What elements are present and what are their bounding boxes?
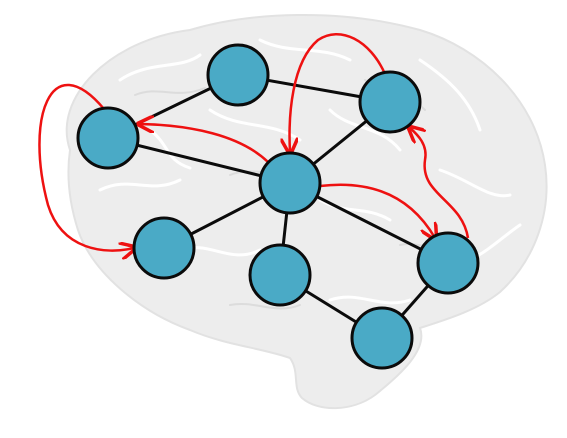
network-node bbox=[258, 151, 322, 215]
network-node bbox=[416, 231, 480, 295]
network-node bbox=[206, 43, 270, 107]
network-node bbox=[76, 106, 140, 170]
network-node bbox=[358, 70, 422, 134]
flow-arrow bbox=[410, 128, 470, 239]
flow-arrow bbox=[319, 183, 435, 238]
nodes bbox=[76, 43, 480, 370]
flow-arrow bbox=[140, 124, 269, 163]
brain-silhouette bbox=[65, 14, 548, 410]
flow-arrow bbox=[38, 83, 134, 251]
network-node bbox=[350, 306, 414, 370]
flow-arrow bbox=[290, 33, 387, 152]
flows bbox=[38, 33, 470, 251]
network-node bbox=[132, 216, 196, 280]
brain-background-icon bbox=[65, 14, 548, 410]
network-node bbox=[248, 243, 312, 307]
